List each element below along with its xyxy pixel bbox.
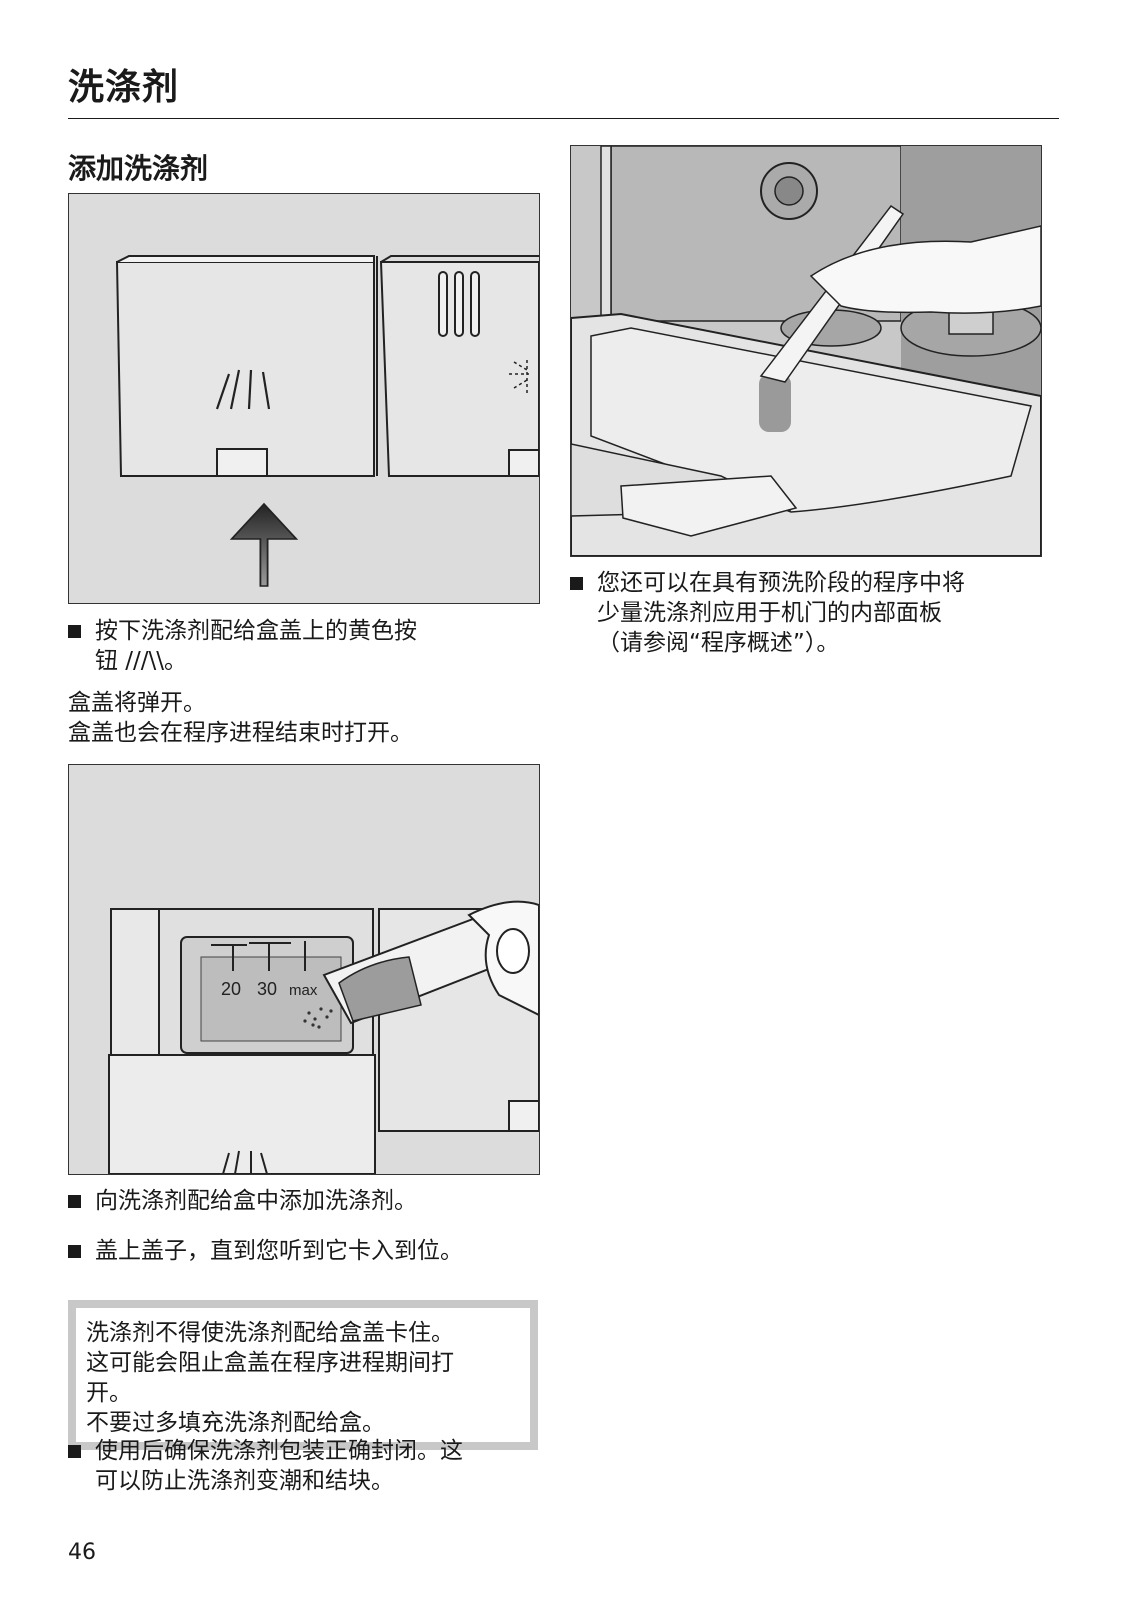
bullet-square [68, 625, 81, 638]
page-number: 46 [68, 1540, 96, 1565]
step-line: （请参阅“程序概述”）。 [597, 630, 840, 656]
step-line: 盖上盖子，直到您听到它卡入到位。 [95, 1238, 463, 1264]
figure-door-panel [570, 145, 1042, 557]
result-text: 盒盖将弹开。 盒盖也会在程序进程结束时打开。 [68, 688, 413, 748]
step-line: 少量洗涤剂应用于机门的内部面板 [597, 600, 942, 626]
note-line: 这可能会阻止盒盖在程序进程期间打 [86, 1350, 454, 1376]
dishwasher-door-illustration [571, 146, 1041, 556]
note-line: 不要过多填充洗涤剂配给盒。 [86, 1410, 385, 1436]
figure-fill-dispenser: 20 30 max [68, 764, 540, 1175]
bullet-square [68, 1195, 81, 1208]
figure-press-button [68, 193, 540, 604]
label-20: 20 [221, 979, 241, 999]
label-30: 30 [257, 979, 277, 999]
bullet-square [570, 577, 583, 590]
step-press-button: 按下洗涤剂配给盒盖上的黄色按 钮 ///\\。 [68, 616, 538, 678]
step-line: 向洗涤剂配给盒中添加洗涤剂。 [95, 1188, 417, 1214]
step-line: 使用后确保洗涤剂包装正确封闭。这 [95, 1438, 463, 1464]
step-door-panel: 您还可以在具有预洗阶段的程序中将 少量洗涤剂应用于机门的内部面板 （请参阅“程序… [570, 568, 1040, 660]
step-close-lid: 盖上盖子，直到您听到它卡入到位。 [68, 1236, 538, 1266]
section-title: 添加洗涤剂 [68, 152, 209, 185]
bullet-square [68, 1245, 81, 1258]
bullet-square [68, 1445, 81, 1458]
step-line: 您还可以在具有预洗阶段的程序中将 [597, 570, 965, 596]
step-line: 按下洗涤剂配给盒盖上的黄色按 [95, 618, 417, 644]
note-line: 开。 [86, 1380, 132, 1406]
step-add-detergent: 向洗涤剂配给盒中添加洗涤剂。 [68, 1186, 538, 1216]
step-line: 钮 ///\\。 [95, 648, 188, 674]
step-seal-package: 使用后确保洗涤剂包装正确封闭。这 可以防止洗涤剂变潮和结块。 [68, 1436, 538, 1498]
step-line: 可以防止洗涤剂变潮和结块。 [95, 1468, 394, 1494]
dispenser-open-illustration: 20 30 max [69, 765, 539, 1174]
dispenser-closed-illustration [69, 194, 539, 603]
note-box: 洗涤剂不得使洗涤剂配给盒盖卡住。 这可能会阻止盒盖在程序进程期间打 开。 不要过… [68, 1300, 538, 1450]
page-title: 洗涤剂 [68, 67, 180, 108]
result-line: 盒盖也会在程序进程结束时打开。 [68, 720, 413, 746]
label-max: max [289, 982, 318, 999]
note-line: 洗涤剂不得使洗涤剂配给盒盖卡住。 [86, 1320, 454, 1346]
title-divider [68, 118, 1059, 119]
result-line: 盒盖将弹开。 [68, 690, 206, 716]
